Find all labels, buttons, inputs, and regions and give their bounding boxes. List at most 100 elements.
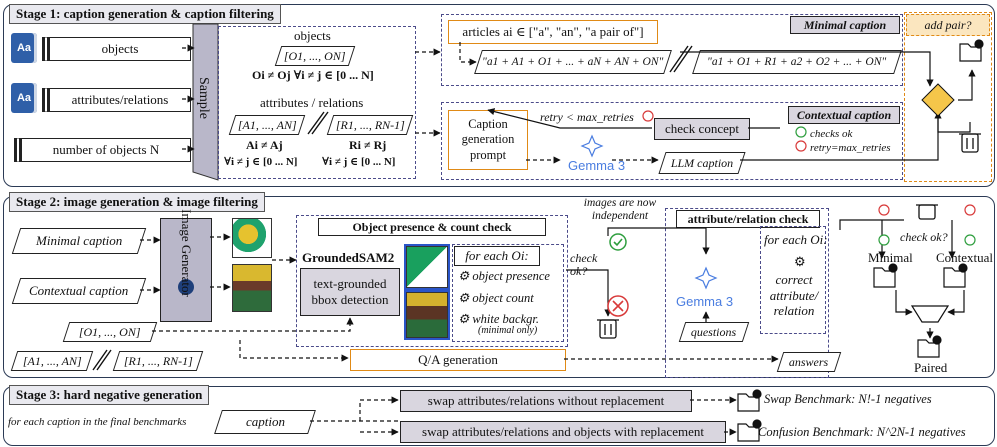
check-ok-icon: [609, 233, 627, 251]
object-check-box: [296, 215, 568, 347]
for-each-caption-label: for each caption in the final benchmarks: [8, 416, 187, 428]
sampled-sets-box: [218, 26, 416, 179]
fail-icon: [878, 204, 890, 216]
separator: [311, 111, 329, 135]
for-each-attr-box: [760, 226, 826, 334]
attr-check-box: [665, 208, 829, 378]
objects-label: objects: [294, 28, 331, 43]
decision-diamond: [921, 83, 955, 117]
generated-image-minimal: [232, 218, 272, 258]
check-ok-icon: [795, 126, 807, 138]
swap-with-replacement-text: swap attributes/relations and objects wi…: [422, 424, 704, 439]
fail-icon: [642, 110, 654, 122]
swap-benchmark-label: Swap Benchmark: N!-1 negatives: [764, 392, 932, 406]
generator-icon: [178, 279, 194, 295]
image-generator-box: Image Generator: [160, 209, 212, 322]
attr-check-title: attribute/relation check: [676, 210, 820, 228]
check-concept-box: check concept: [654, 118, 750, 140]
check-ok-icon: [878, 234, 890, 246]
caption-prompt-box: Caption generation prompt: [448, 110, 528, 170]
input-number-label: number of objects N: [52, 142, 160, 157]
check-white-background-text: white backgr.: [472, 312, 540, 326]
check-object-count-text: object count: [472, 291, 534, 305]
input-attributes: attributes/relations: [42, 88, 191, 112]
for-each-check-box: [452, 244, 564, 342]
independent-label: images are now independent: [583, 197, 657, 223]
input-attributes-label: attributes/relations: [71, 92, 169, 107]
separator: [96, 349, 112, 371]
rel-cond1: Ri ≠ Rj: [349, 138, 387, 152]
qa-generation-box: Q/A generation: [350, 349, 566, 371]
bbox-image-2: [404, 290, 450, 340]
gear-icon: ⚙: [458, 312, 473, 326]
solid-arrows: [487, 51, 976, 339]
attr-cond1: Ai ≠ Aj: [246, 138, 283, 152]
minimal-only-label: (minimal only): [478, 325, 538, 336]
gemma-icon: [580, 134, 604, 158]
check-object-count: ⚙ object count: [458, 290, 534, 306]
bbox-image-1: [404, 244, 450, 290]
check-object-presence-text: object presence: [472, 269, 550, 283]
check-concept-text: check concept: [665, 121, 739, 136]
gear-icon: ⚙: [458, 291, 473, 305]
retry-max-label: retry=max_retries: [810, 142, 891, 154]
check-ok-icon: [613, 238, 623, 247]
swap-with-replacement-box: swap attributes/relations and objects wi…: [400, 421, 726, 443]
contextual-caption-box: [441, 102, 903, 180]
swap-without-replacement-box: swap attributes/relations without replac…: [400, 390, 692, 412]
folder-plus-icon: [737, 389, 762, 412]
input-objects-label: objects: [101, 41, 139, 56]
gemma-icon: [694, 266, 718, 290]
folder-plus-icon: [917, 335, 942, 358]
trash-icon: [959, 133, 981, 153]
dashed-arrows: [140, 42, 779, 436]
trash-icon: [916, 204, 938, 220]
book-icon: Aa: [11, 83, 37, 113]
qa-generation-text: Q/A generation: [418, 352, 498, 367]
minimal-caption-title: Minimal caption: [790, 16, 900, 34]
separator: [673, 45, 693, 73]
trash-icon: [597, 319, 619, 339]
check-ok-2-label: check ok?: [900, 230, 948, 244]
gear-icon: ⚙: [458, 269, 473, 283]
attr-cond2: ∀i ≠ j ∈ [0 ... N]: [224, 156, 298, 168]
attr-label: attributes / relations: [260, 95, 364, 110]
gemma-stage2: Gemma 3: [676, 294, 734, 309]
fail-icon: [964, 204, 976, 216]
stage1-title: Stage 1: caption generation & caption fi…: [9, 4, 281, 24]
separator: [307, 111, 325, 135]
for-each-label: for each Oi:: [454, 246, 540, 266]
stage3-title: Stage 3: hard negative generation: [9, 385, 210, 405]
generated-image-contextual: [232, 264, 272, 312]
check-white-background: ⚙ white backgr.: [458, 311, 539, 327]
object-check-title: Object presence & count check: [318, 218, 546, 236]
for-each-attr-label: for each Oi:: [764, 232, 828, 247]
bbox-detection-text: text-grounded bbox detection: [311, 276, 389, 307]
folder-plus-icon: [959, 39, 984, 62]
grounded-sam-label: GroundedSAM2: [302, 250, 395, 265]
contextual-caption-title: Contextual caption: [788, 106, 900, 124]
add-pair-label: add pair?: [906, 14, 990, 36]
fail-icon: [612, 300, 624, 312]
folder-plus-icon: [943, 263, 968, 288]
checks-ok-label: checks ok: [810, 128, 853, 140]
add-pair-box: [904, 12, 992, 182]
check-ok-icon: [964, 234, 976, 246]
separator: [669, 45, 689, 73]
input-objects: objects: [42, 37, 191, 61]
book-icon: Aa: [11, 33, 37, 63]
fail-icon: [795, 140, 807, 152]
paired-label: Paired: [914, 360, 948, 375]
merge-funnel-icon: [910, 305, 950, 323]
objects-condition: Oi ≠ Oj ∀i ≠ j ∈ [0 ... N]: [252, 68, 374, 82]
rel-cond2: ∀i ≠ j ∈ [0 ... N]: [322, 156, 396, 168]
confusion-benchmark-label: Confusion Benchmark: N^2N-1 negatives: [758, 425, 966, 439]
retry-label: retry < max_retries: [540, 110, 634, 124]
swap-without-replacement-text: swap attributes/relations without replac…: [427, 393, 665, 408]
folder-plus-icon: [737, 419, 762, 442]
correct-attr-label: correct attribute/ relation: [769, 272, 819, 319]
gear-icon: ⚙: [794, 254, 806, 269]
input-number: number of objects N: [14, 138, 191, 162]
